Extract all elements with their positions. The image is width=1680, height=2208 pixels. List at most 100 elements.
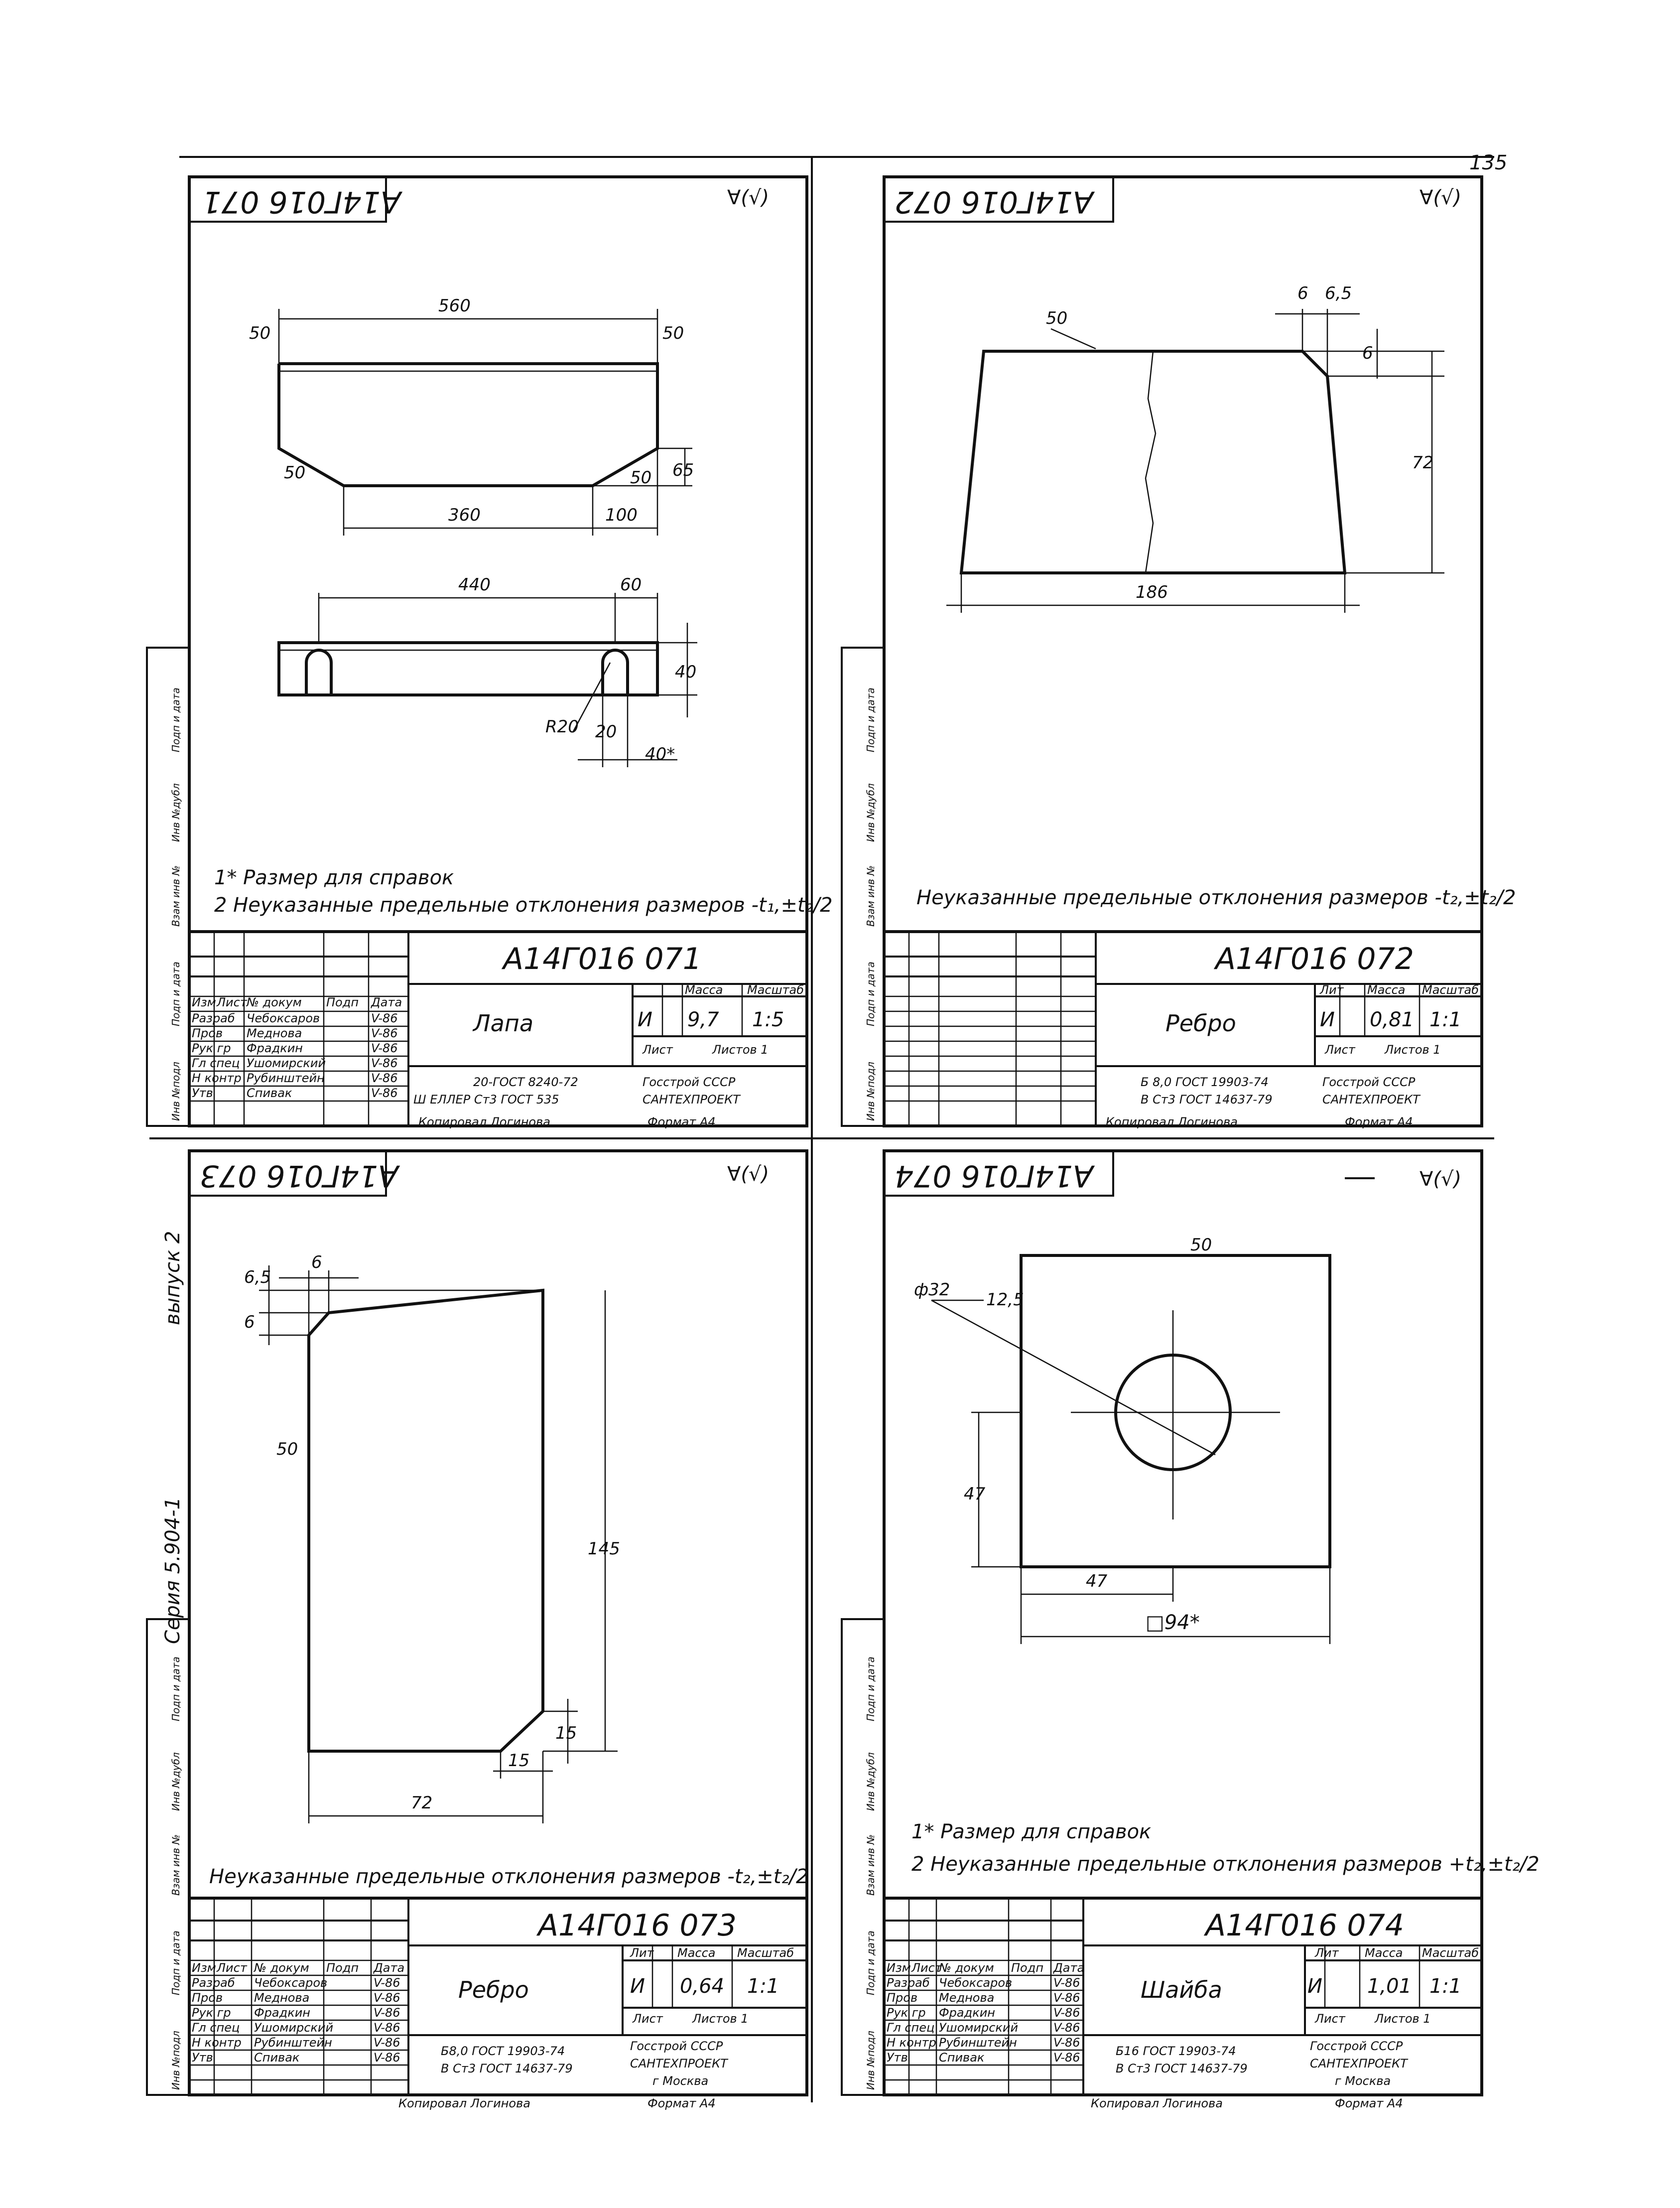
dim-label: 50 [276, 1439, 298, 1459]
part-name: Лапа [472, 1010, 533, 1037]
tb-role: Гл спец [192, 2021, 240, 2035]
tb-role-header: Дата [1053, 1961, 1084, 1975]
dim-label: 40 [675, 662, 696, 682]
tb-date: V-86 [1053, 2006, 1080, 2020]
tb-role: Н контр [887, 2036, 936, 2050]
tb-lit: И [1320, 1008, 1335, 1031]
tb-person: Чебоксаров [939, 1976, 1012, 1990]
side-label: Инв №дубл [170, 1752, 182, 1811]
part-name: Ребро [1165, 1010, 1236, 1037]
sheet-074: А14Г016 074 ∀(√) Инв №подл Подп и дата В… [841, 1149, 1540, 2110]
copied-by: Копировал Логинова [398, 2096, 530, 2110]
tb-role: Утв [192, 1086, 213, 1100]
tb-person: Меднова [939, 1991, 994, 2005]
surface-mark: ∀(√) [727, 1163, 769, 1186]
side-label: Инв №подл [865, 1062, 877, 1121]
tb-date: V-86 [374, 2006, 400, 2020]
tb-org: Госстрой СССР [1310, 2039, 1403, 2053]
sheet-073: А14Г016 073 ∀(√) Инв №подл Подп и дата В… [146, 1149, 808, 2110]
dim-label: 440 [458, 575, 491, 595]
side-label: Подп и дата [865, 1656, 877, 1721]
tb-mass-label: Масса [1367, 983, 1406, 997]
dim-label: ф32 [914, 1280, 950, 1300]
tb-date: V-86 [1053, 2021, 1080, 2035]
tb-date: V-86 [1053, 1976, 1080, 1990]
tb-mass: 1,01 [1367, 1975, 1412, 1998]
tb-lit: И [1307, 1975, 1322, 1998]
format-label: Формат А4 [647, 1115, 716, 1129]
sheet-code-mirror: А14Г016 071 [202, 184, 403, 219]
tb-scale-label: Масштаб [747, 983, 804, 997]
part-name: Ребро [458, 1976, 529, 2003]
tb-person: Фрадкин [939, 2006, 995, 2020]
tb-date: V-86 [374, 2036, 400, 2050]
sheet-071: А14Г016 071 ∀(√) Инв №подл Подп и дата В… [146, 175, 833, 1129]
sheet-code: А14Г016 074 [1203, 1908, 1404, 1943]
tb-org: САНТЕХПРОЕКТ [1310, 2057, 1409, 2070]
dim-label: 145 [588, 1539, 620, 1559]
note-line: 2 Неуказанные предельные отклонения разм… [214, 894, 833, 917]
side-label: Взам инв № [865, 1834, 877, 1896]
tb-role-header: Подп [326, 1961, 359, 1975]
side-label: Подп и дата [170, 962, 182, 1026]
dim-label: □94* [1146, 1611, 1200, 1634]
tb-person: Рубинштейн [247, 1071, 325, 1085]
sheet-072: А14Г016 072 ∀(√) Инв №подл Подп и дата В… [841, 175, 1516, 1129]
dim-label: 47 [1086, 1571, 1108, 1591]
tb-lit: И [638, 1008, 652, 1031]
side-label: Инв №дубл [170, 783, 182, 842]
tb-date: V-86 [371, 1026, 398, 1040]
tb-mass: 9,7 [687, 1008, 719, 1031]
tb-person: Спивак [254, 2051, 300, 2065]
part-name: Шайба [1141, 1976, 1222, 2003]
tb-role: Рук гр [887, 2006, 926, 2020]
format-label: Формат А4 [1335, 2096, 1403, 2110]
tb-scale-label: Масштаб [1422, 1946, 1479, 1960]
tb-org: САНТЕХПРОЕКТ [630, 2057, 729, 2070]
tb-org: Госстрой СССР [630, 2039, 723, 2053]
tb-mass-label: Масса [1365, 1946, 1403, 1960]
tb-role-header: № докум [938, 1961, 994, 1975]
tb-date: V-86 [371, 1011, 398, 1025]
side-label: Взам инв № [170, 1834, 182, 1896]
tb-person: Меднова [247, 1026, 302, 1040]
tb-sheet: Лист [632, 2012, 663, 2026]
dim-label: 50 [284, 463, 305, 483]
tb-lit-label: Лит [1319, 983, 1344, 997]
tb-mass-label: Масса [685, 983, 723, 997]
dim-label: 40* [645, 744, 675, 764]
tb-person: Рубинштейн [939, 2036, 1017, 2050]
dim-label: 20 [595, 722, 617, 742]
tb-role-header: Изм [887, 1961, 911, 1975]
tb-date: V-86 [374, 1976, 400, 1990]
tb-role-header: Лист [216, 1961, 248, 1975]
page-number: 135 [1469, 151, 1507, 174]
tb-role: Гл спец [887, 2021, 934, 2035]
dim-label: 60 [620, 575, 642, 595]
tb-role-header: Подп [326, 995, 359, 1009]
dim-label: 6 [311, 1252, 322, 1272]
tb-person: Ушомирский [939, 2021, 1018, 2035]
copied-by: Копировал Логинова [1106, 1115, 1238, 1129]
tb-scale-label: Масштаб [1422, 983, 1479, 997]
tb-date: V-86 [1053, 1991, 1080, 2005]
dim-label: 100 [605, 505, 638, 525]
issue-label: выпуск 2 [161, 1231, 184, 1325]
tb-material-top: Б16 ГОСТ 19903-74 [1116, 2044, 1236, 2058]
tb-person: Ушомирский [254, 2021, 333, 2035]
tb-role: Утв [192, 2051, 213, 2065]
dim-label: 50 [249, 323, 270, 343]
side-label: Инв №дубл [865, 1752, 877, 1811]
dim-label: 50 [1046, 308, 1067, 328]
dim-label: 15 [555, 1723, 577, 1743]
tb-date: V-86 [371, 1086, 398, 1100]
dim-label: 72 [411, 1793, 432, 1813]
tb-role-header: Изм [192, 1961, 216, 1975]
tb-lit-label: Лит [1314, 1946, 1339, 1960]
tb-date: V-86 [371, 1041, 398, 1055]
side-label: Подп и дата [170, 1931, 182, 1995]
tb-org: Госстрой СССР [1322, 1075, 1416, 1089]
dim-label: 6 [244, 1312, 255, 1332]
dim-label: 47 [964, 1484, 986, 1504]
tb-role-header: Изм [192, 995, 216, 1009]
